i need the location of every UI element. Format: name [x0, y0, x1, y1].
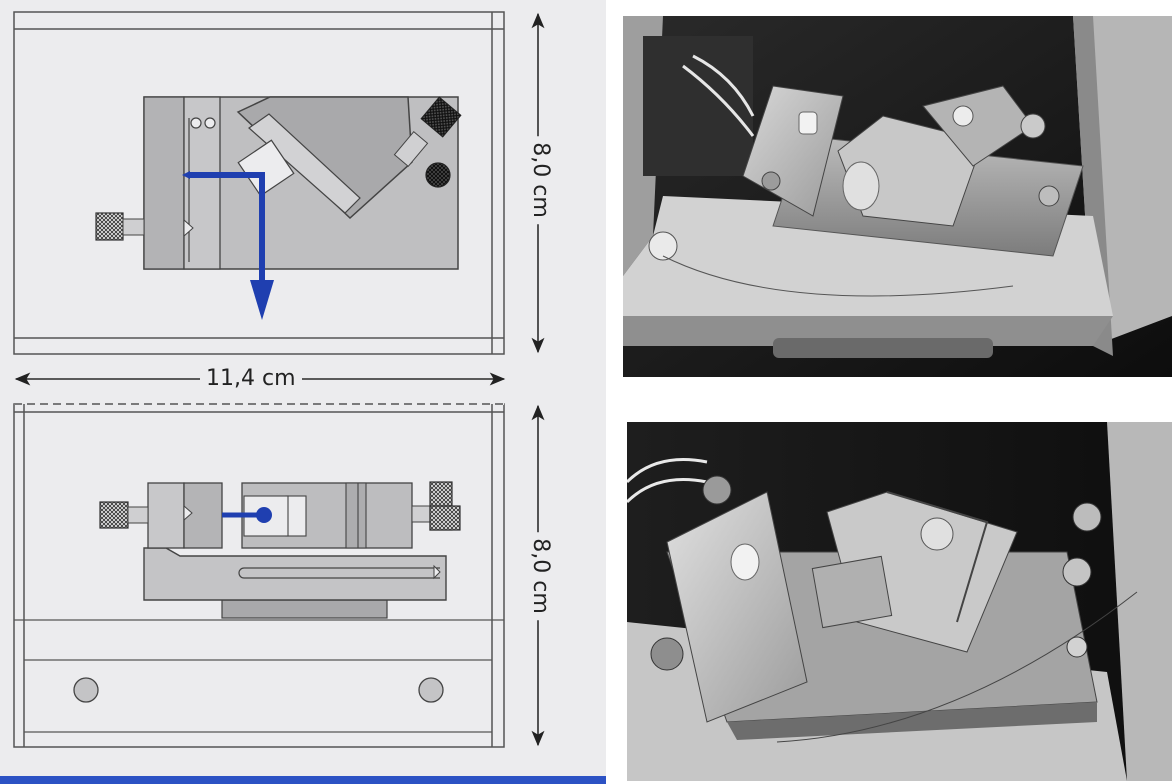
beam-path-side	[222, 507, 272, 523]
beam-path-top	[182, 171, 274, 320]
photo-clamp-block-side	[666, 491, 808, 723]
angled-prism-holder	[236, 96, 413, 220]
blue-bottom-band	[0, 776, 606, 784]
left-knurled-screw	[95, 212, 124, 241]
photo-top-view	[623, 16, 1172, 377]
dimension-label-height-top: 8,0 cm	[527, 136, 553, 224]
spacer-block	[221, 599, 388, 619]
knurled-knob-top	[425, 162, 451, 188]
photo-side-view	[627, 422, 1172, 781]
right-angled-screw	[393, 96, 462, 167]
left-knurled-screw-side	[99, 501, 129, 529]
left-clamp-side	[147, 482, 185, 549]
technical-drawing-panel: 8,0 cm 11,4 cm 8,0 cm	[0, 0, 606, 784]
left-clamp-block	[143, 96, 185, 270]
mounting-hole-right	[418, 677, 444, 703]
dimension-label-height-bottom: 8,0 cm	[527, 532, 553, 620]
top-view-drawing	[13, 11, 505, 355]
base-rail-side	[143, 547, 447, 601]
side-view-drawing	[13, 403, 505, 748]
technical-drawing	[13, 11, 545, 748]
prism	[237, 139, 295, 197]
mounting-hole-left	[73, 677, 99, 703]
dimension-label-width: 11,4 cm	[200, 367, 302, 391]
